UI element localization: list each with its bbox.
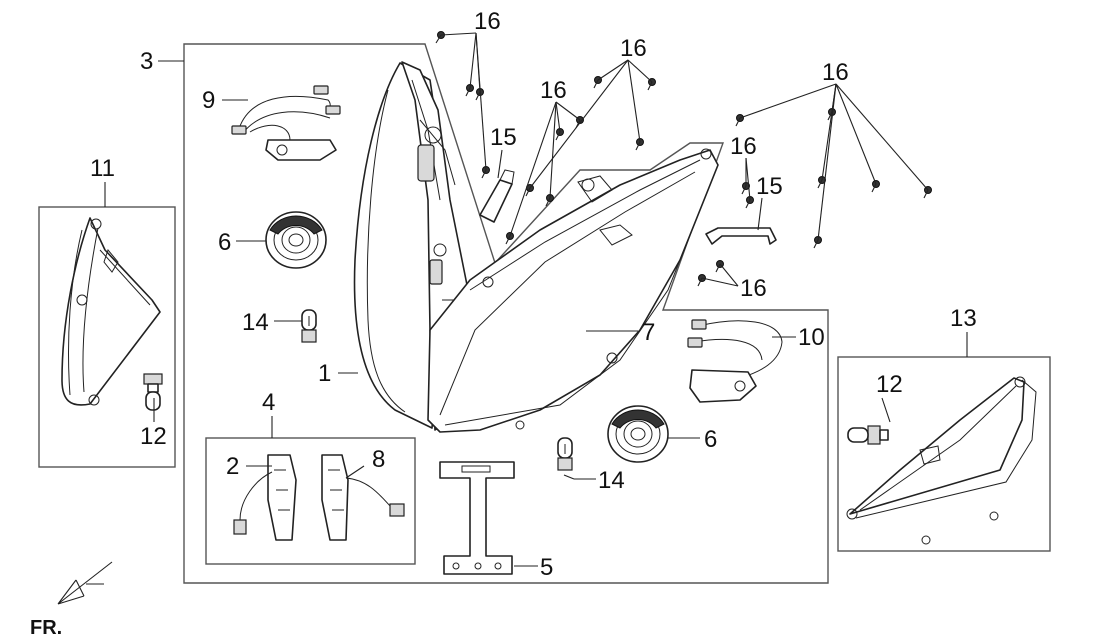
callout-14-upper: 14 bbox=[242, 309, 269, 336]
callout-12-left: 12 bbox=[140, 423, 167, 450]
callout-1: 1 bbox=[318, 360, 331, 387]
callout-3: 3 bbox=[140, 48, 153, 75]
socket-bulb-12-right bbox=[847, 425, 889, 445]
callout-6-upper: 6 bbox=[218, 229, 231, 256]
callout-12-right: 12 bbox=[876, 371, 903, 398]
socket-bulb-12-left bbox=[143, 373, 163, 411]
screw bbox=[505, 232, 514, 245]
callout-16-bottom-right: 16 bbox=[740, 275, 767, 302]
group-frame-13 bbox=[837, 356, 1051, 552]
callout-16-right: 16 bbox=[822, 59, 849, 86]
screw bbox=[697, 274, 706, 287]
group-frame-11 bbox=[38, 206, 176, 468]
position-light-2 bbox=[233, 454, 297, 541]
callout-2: 2 bbox=[226, 453, 239, 480]
callout-8: 8 bbox=[372, 446, 385, 473]
wire-harness-10 bbox=[687, 319, 783, 403]
turn-signal-11-left bbox=[61, 217, 161, 406]
group-frame-4 bbox=[205, 437, 416, 565]
callout-10: 10 bbox=[798, 324, 825, 351]
screw bbox=[435, 31, 445, 44]
grommet-6-lower bbox=[607, 405, 669, 463]
bracket-15-upper bbox=[479, 169, 515, 223]
bracket-15-right bbox=[705, 227, 777, 245]
position-light-8 bbox=[321, 454, 405, 541]
callout-15-right: 15 bbox=[756, 173, 783, 200]
grommet-6-upper bbox=[265, 211, 327, 269]
turn-signal-13-right bbox=[846, 376, 1037, 545]
group-frame-3 bbox=[183, 43, 829, 584]
front-label: FR. bbox=[30, 617, 62, 639]
callout-14-lower: 14 bbox=[598, 467, 625, 494]
screw bbox=[923, 186, 932, 199]
leader-lines bbox=[104, 32, 968, 567]
callout-6-lower: 6 bbox=[704, 426, 717, 453]
screw bbox=[735, 114, 744, 127]
mount-bracket-5 bbox=[439, 461, 515, 575]
callout-13: 13 bbox=[950, 305, 977, 332]
callout-16-middle: 16 bbox=[540, 77, 567, 104]
callout-labels: 3 9 11 6 14 1 4 12 2 8 5 14 6 7 10 13 12… bbox=[90, 8, 977, 581]
callout-16-lower-right: 16 bbox=[730, 133, 757, 160]
callout-16-upper-middle: 16 bbox=[620, 35, 647, 62]
callout-7: 7 bbox=[642, 319, 655, 346]
callout-5: 5 bbox=[540, 554, 553, 581]
front-arrow-icon bbox=[57, 561, 113, 605]
callout-16-top-left: 16 bbox=[474, 8, 501, 35]
callout-4: 4 bbox=[262, 389, 275, 416]
headlight-lens bbox=[427, 148, 719, 433]
callout-9: 9 bbox=[202, 87, 215, 114]
callout-15-upper: 15 bbox=[490, 124, 517, 151]
bulb-14-upper bbox=[301, 309, 317, 343]
wire-harness-9 bbox=[231, 85, 341, 161]
screw bbox=[647, 78, 656, 91]
callout-11: 11 bbox=[90, 155, 115, 182]
bulb-14-lower bbox=[557, 437, 573, 471]
front-direction-indicator: FR. bbox=[30, 561, 113, 639]
